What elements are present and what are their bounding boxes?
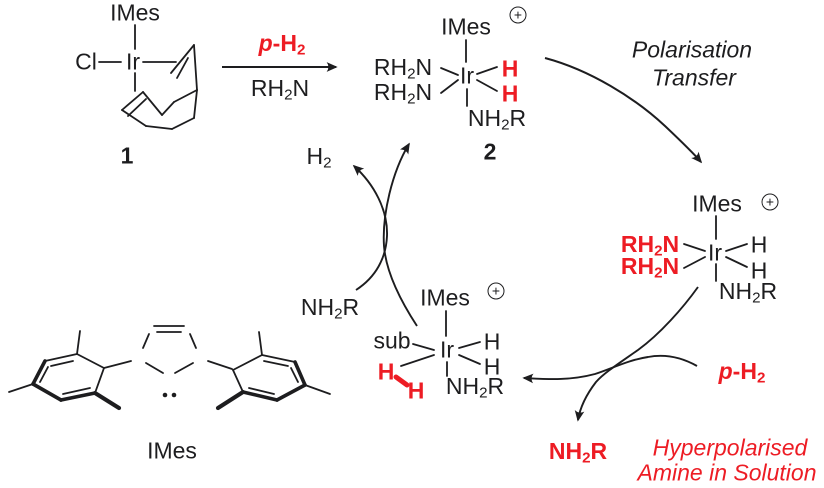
rh2n-sub: 2 [407, 65, 416, 83]
hyperpolarised-amine-label: NH2R [549, 440, 607, 466]
hydride-label: H [750, 257, 768, 284]
hyperpolarised-caption: Amine in Solution [637, 459, 817, 486]
complex-1-number: 1 [120, 142, 134, 169]
rh2n-b: N [415, 54, 433, 81]
ph2-subscript: 2 [296, 41, 306, 59]
chloride-label: Cl [75, 48, 97, 75]
nh2r-sub: 2 [501, 116, 510, 134]
amine-reagent-label: RH2N [251, 77, 309, 103]
plus-charge-icon: + [509, 6, 527, 24]
rh2n-sub: 2 [654, 242, 663, 260]
nh2r-a: NH [718, 278, 753, 305]
ph2-rest: -H [732, 358, 757, 385]
imes-ligand-label: IMes [110, 0, 160, 26]
para-symbol: p [718, 358, 733, 385]
amine-ligand-label-polarised: RH2N [621, 255, 679, 281]
parahydrogen-addition-arrow [522, 354, 698, 384]
rh2n-sub: 2 [407, 90, 416, 108]
polarisation-transfer-caption: Polarisation [631, 36, 753, 63]
nh2r-sub: 2 [479, 384, 488, 402]
imes-ligand-label: IMes [441, 13, 491, 40]
imes-structure [8, 325, 331, 411]
iridium-label: Ir [439, 336, 455, 363]
free-amine-label: NH2R [301, 296, 359, 322]
dihydrogen-h-label: H [407, 377, 425, 404]
hydride-label-polarised: H [501, 80, 519, 107]
amine-ligand-label: RH2N [374, 56, 432, 82]
nh2r-sub: 2 [334, 305, 343, 323]
nh2r-b: R [342, 294, 360, 321]
nh2r-a: NH [467, 105, 502, 132]
rh2n-sub: 2 [654, 264, 663, 282]
h2-a: H [306, 143, 324, 170]
rh2n-a: RH [250, 75, 285, 102]
nh2r-b: R [509, 105, 527, 132]
bottom-complex-bonds [400, 310, 481, 377]
rh2n-b: N [662, 231, 680, 258]
dihydrogen-bond [393, 374, 410, 388]
para-symbol: p [258, 30, 273, 57]
ph2-rest: -H [272, 30, 297, 57]
iridium-label: Ir [459, 62, 475, 89]
substrate-label: sub [373, 327, 411, 354]
amine-ligand-label: NH2R [719, 280, 777, 306]
hydride-label: H [483, 353, 501, 380]
complex2-bonds [440, 39, 498, 107]
nh2r-a: NH [548, 438, 583, 465]
nh2r-b: R [590, 438, 608, 465]
rh2n-a: RH [373, 79, 408, 106]
complex1-structure [98, 24, 198, 130]
nh2r-sub: 2 [582, 449, 591, 467]
imes-structure-caption: IMes [147, 437, 197, 464]
right-complex-bonds [683, 215, 748, 282]
amine-ligand-label: NH2R [446, 375, 504, 401]
h2-sub: 2 [323, 154, 332, 172]
rh2n-b: N [662, 253, 680, 280]
iridium-label: Ir [707, 239, 723, 266]
polarisation-transfer-caption: Transfer [652, 64, 736, 91]
dihydrogen-h-label: H [377, 358, 395, 385]
parahydrogen-label: p-H2 [719, 360, 766, 386]
amine-ligand-label-polarised: RH2N [621, 233, 679, 259]
rh2n-b: N [292, 75, 310, 102]
polarisation-transfer-arrow [544, 57, 703, 164]
amine-release-arrow [574, 286, 699, 422]
imes-ligand-label: IMes [420, 284, 470, 311]
dihydrogen-label: H2 [306, 145, 331, 171]
rh2n-a: RH [620, 231, 655, 258]
plus-charge-icon: + [761, 193, 779, 211]
rh2n-sub: 2 [284, 86, 293, 104]
nh2r-b: R [760, 278, 778, 305]
complex-2-number: 2 [483, 138, 497, 165]
parahydrogen-label: p-H2 [259, 32, 306, 58]
right-mesityl-ring [215, 331, 331, 411]
cod-ligand [121, 44, 198, 130]
hydride-label-polarised: H [501, 55, 519, 82]
left-mesityl-ring [8, 330, 122, 411]
nh2r-a: NH [300, 294, 335, 321]
hydride-label: H [483, 328, 501, 355]
rh2n-b: N [415, 79, 433, 106]
amine-ligand-label: RH2N [374, 81, 432, 107]
ph2-subscript: 2 [756, 369, 766, 387]
iridium-label: Ir [125, 48, 141, 75]
nh2r-b: R [487, 373, 505, 400]
nh2r-a: NH [445, 373, 480, 400]
amine-ligand-label: NH2R [468, 107, 526, 133]
hydride-label: H [750, 231, 768, 258]
plus-charge-icon: + [487, 282, 505, 300]
hyperpolarised-caption: Hyperpolarised [652, 434, 808, 461]
rh2n-a: RH [620, 253, 655, 280]
rh2n-a: RH [373, 54, 408, 81]
h2-release-arrow [352, 164, 388, 291]
nh2r-sub: 2 [752, 289, 761, 307]
cycle-arrow-to-complex2 [382, 142, 418, 327]
imes-ligand-label: IMes [692, 190, 742, 217]
